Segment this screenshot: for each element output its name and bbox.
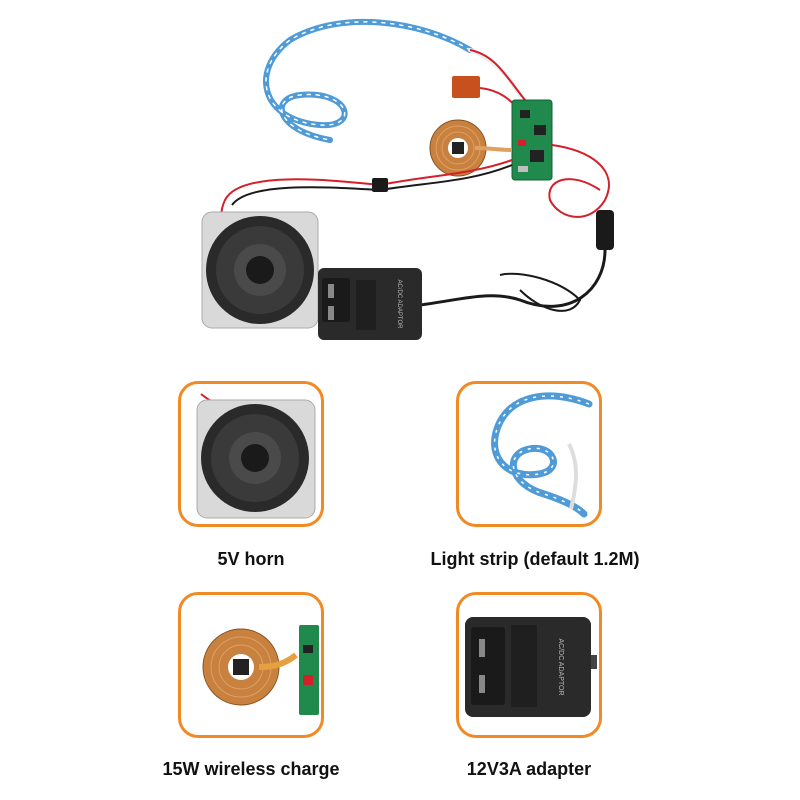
led-strip-icon [263,18,522,143]
svg-text:AC/DC ADAPTOR: AC/DC ADAPTOR [396,280,402,330]
horn-tile [178,381,324,527]
adapter-caption: 12V3A adapter [466,759,592,779]
wireless-coil-icon [202,625,319,715]
horn-caption: 5V horn [217,549,285,569]
power-adapter-icon: AC/DC ADAPTOR [465,617,597,717]
speaker-icon [201,211,319,329]
light-strip-tile [456,381,602,527]
kit-assembly-illustration: AC/DC ADAPTOR [201,18,614,340]
speaker-icon [196,393,316,519]
wireless-charger-caption: 15W wireless charge [162,759,340,779]
adapter-tile: AC/DC ADAPTOR [456,592,602,738]
power-adapter-icon: AC/DC ADAPTOR [318,268,422,340]
light-strip-caption: Light strip (default 1.2M) [430,549,640,569]
led-strip-icon [491,392,593,518]
adapter-label: AC/DC ADAPTOR [557,638,564,695]
wireless-coil-icon [429,119,513,177]
wireless-charger-tile [178,592,324,738]
thermal-pad [452,76,480,98]
pcb-board [511,99,553,181]
